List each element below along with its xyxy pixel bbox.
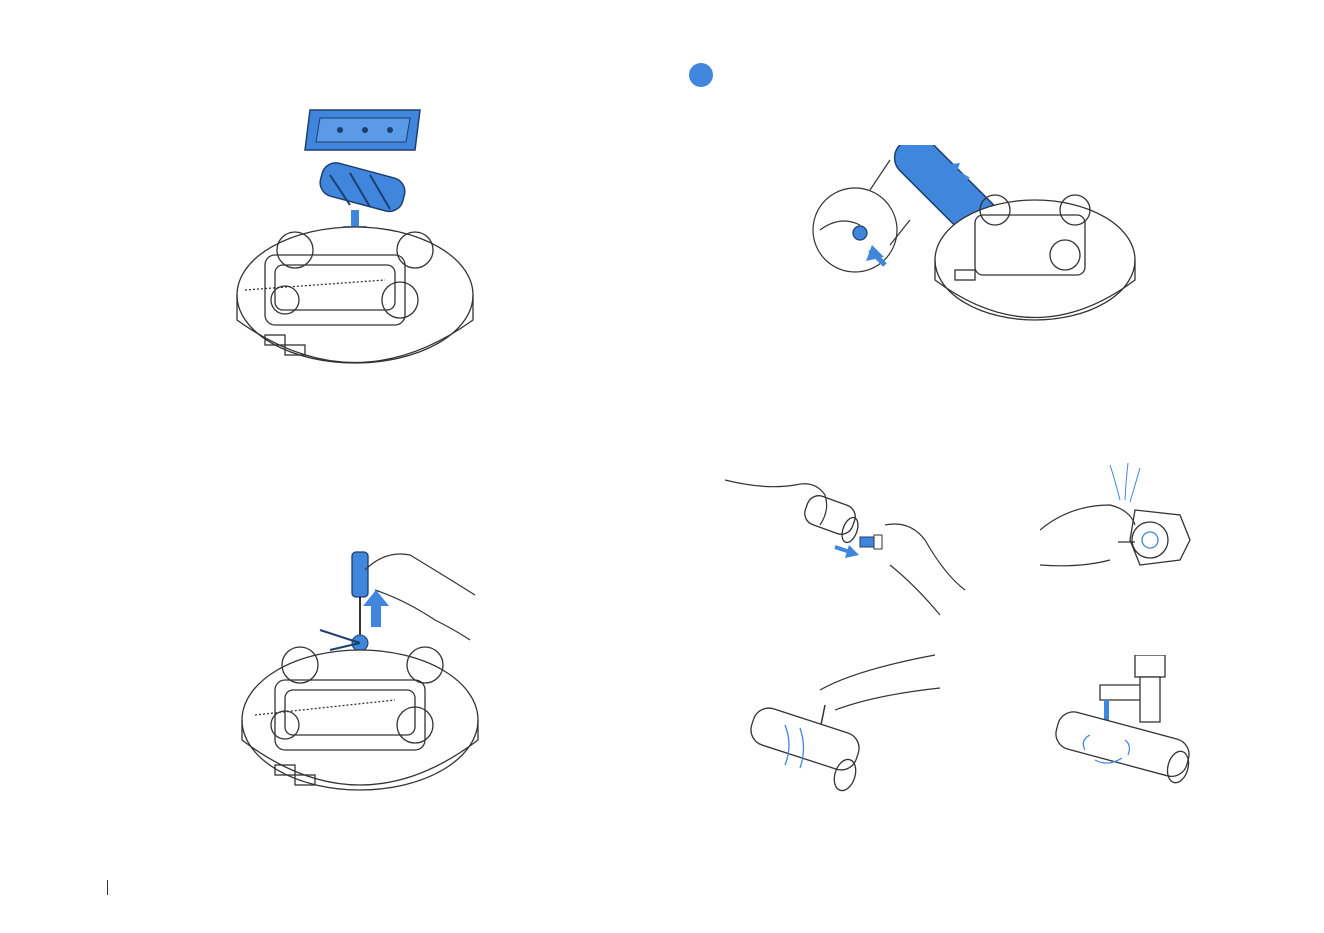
robot-vacuum-icon (237, 227, 473, 363)
robot-vacuum-icon (242, 647, 478, 790)
brush-tube-icon (1052, 708, 1192, 785)
right-hand-icon (885, 524, 965, 615)
hand-icon (820, 655, 940, 710)
left-hand-icon (725, 480, 827, 525)
pull-brush-cap-illustration (725, 455, 975, 620)
remove-side-brush-illustration (235, 540, 495, 810)
screwdriver-icon (352, 552, 368, 640)
hair-strands-icon (1110, 463, 1140, 502)
remove-roller-brush-illustration (810, 145, 1140, 335)
rinse-roller-tap-illustration (1050, 655, 1200, 795)
pull-arrow-icon (835, 545, 859, 558)
inset-zoom-icon (813, 160, 910, 272)
brush-cover-icon (305, 110, 420, 150)
brush-tube-icon (801, 492, 861, 544)
page-marker-line (107, 880, 108, 895)
brush-cap-icon (1118, 510, 1190, 565)
roller-brush-icon (317, 160, 408, 215)
brush-tube-icon (747, 704, 863, 793)
install-roller-brush-illustration (225, 105, 485, 375)
faucet-icon (1100, 655, 1165, 722)
cut-tangled-hair-illustration (745, 650, 945, 795)
step-indicator-dot (689, 63, 713, 87)
brush-cap-icon (860, 535, 882, 549)
clean-cap-hair-illustration (1040, 460, 1200, 590)
hand-icon (1040, 505, 1135, 566)
